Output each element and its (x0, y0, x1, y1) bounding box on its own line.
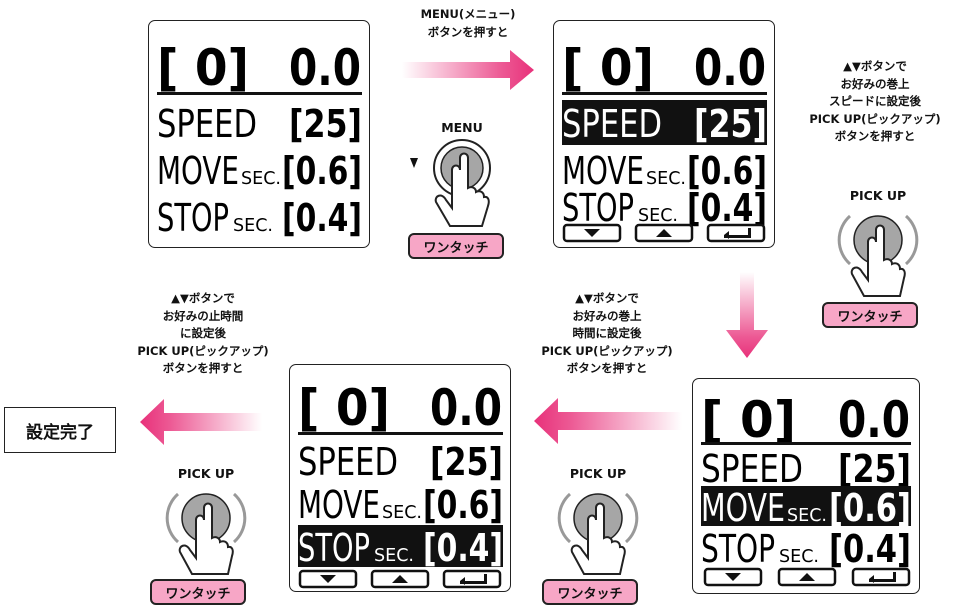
pickup-button[interactable] (828, 200, 928, 310)
speed-label: SPEED (701, 447, 803, 491)
lcd-screen-move-select: [ 0] 0.0 SPEED [25] MOVE SEC. [0.6] STOP… (692, 378, 920, 594)
sec-unit: SEC. (638, 205, 678, 226)
up-key[interactable] (370, 569, 430, 589)
stop-label: STOP (157, 196, 229, 240)
enter-key[interactable] (442, 569, 502, 589)
sec-unit: SEC. (382, 502, 422, 523)
note-step1: ▲▼ボタンで お好みの巻上 スピードに設定後 PICK UP(ピックアップ) ボ… (809, 59, 941, 143)
pointing-hand-icon (434, 152, 490, 227)
speed-value: [25] (430, 440, 503, 484)
speed-value: [25] (838, 447, 911, 491)
move-label: MOVE (562, 149, 644, 193)
lcd-counter: [ 0] (298, 379, 390, 437)
pointing-hand-icon (570, 502, 626, 575)
lcd-time: 0.0 (694, 39, 766, 97)
pickup-button[interactable] (156, 478, 256, 588)
lcd-screen-speed-select: [ 0] 0.0 SPEED [25] MOVE SEC. [0.6] STOP… (553, 20, 775, 248)
arrow-down (726, 272, 768, 358)
lcd-time: 0.0 (838, 391, 910, 449)
menu-button[interactable] (402, 130, 522, 250)
sec-unit: SEC. (241, 168, 281, 189)
up-key[interactable] (634, 223, 694, 243)
stop-value: [0.4] (423, 526, 503, 570)
setting-complete-label: 設定完了 (26, 422, 94, 443)
sec-unit: SEC. (374, 545, 414, 566)
arrow-left-middle (534, 398, 682, 444)
sec-unit: SEC. (787, 505, 827, 526)
sec-unit: SEC. (233, 215, 273, 236)
speed-label: SPEED (298, 440, 398, 484)
note-menu: MENU(メニュー) ボタンを押すと (420, 7, 516, 39)
speed-value: [25] (289, 102, 362, 146)
move-label: MOVE (298, 483, 380, 527)
one-touch-badge: ワンタッチ (408, 233, 504, 259)
menu-button-label: MENU (441, 120, 483, 135)
one-touch-badge: ワンタッチ (822, 302, 918, 328)
stop-value: [0.4] (829, 527, 911, 571)
move-value: [0.6] (829, 486, 911, 530)
move-value: [0.6] (687, 149, 767, 193)
lcd-screen-initial: [ 0] 0.0 SPEED [25] MOVE SEC. [0.6] STOP… (148, 20, 370, 248)
highlight-bar (701, 486, 911, 526)
arrow-right (402, 50, 534, 90)
speed-label: SPEED (562, 102, 662, 146)
move-label: MOVE (157, 149, 239, 193)
note-step3: ▲▼ボタンで お好みの止時間 に設定後 PICK UP(ピックアップ) ボタンを… (137, 291, 269, 375)
lcd-time: 0.0 (430, 379, 502, 437)
highlight-bar (562, 100, 767, 145)
pickup-button-label: PICK UP (569, 466, 627, 481)
lcd-time: 0.0 (289, 39, 361, 97)
stop-label: STOP (298, 526, 370, 570)
pickup-button-label: PICK UP (177, 466, 235, 481)
pointing-hand-icon (850, 224, 906, 297)
stop-label: STOP (562, 186, 634, 230)
one-touch-badge: ワンタッチ (542, 579, 638, 605)
down-key[interactable] (298, 569, 358, 589)
pickup-button[interactable] (548, 478, 648, 588)
note-step2: ▲▼ボタンで お好みの巻上 時間に設定後 PICK UP(ピックアップ) ボタン… (541, 291, 673, 375)
speed-label: SPEED (157, 102, 257, 146)
enter-key[interactable] (706, 223, 766, 243)
sec-unit: SEC. (646, 168, 686, 189)
pickup-button-label: PICK UP (849, 188, 907, 203)
enter-key[interactable] (851, 567, 911, 587)
speed-value: [25] (694, 102, 767, 146)
one-touch-badge: ワンタッチ (150, 579, 246, 605)
caret-down-icon (410, 158, 418, 168)
stop-value: [0.4] (282, 196, 362, 240)
down-key[interactable] (703, 567, 763, 587)
arrow-left-final (140, 399, 262, 445)
lcd-counter: [ 0] (562, 39, 654, 97)
move-label: MOVE (701, 486, 785, 530)
highlight-bar (298, 525, 503, 567)
setting-complete-box: 設定完了 (4, 407, 116, 453)
move-value: [0.6] (423, 483, 503, 527)
up-key[interactable] (777, 567, 837, 587)
lcd-counter: [ 0] (701, 391, 796, 449)
stop-value: [0.4] (687, 186, 767, 230)
stop-label: STOP (701, 527, 775, 571)
sec-unit: SEC. (779, 546, 819, 567)
move-value: [0.6] (282, 149, 362, 193)
down-key[interactable] (562, 223, 622, 243)
lcd-counter: [ 0] (157, 39, 249, 97)
pointing-hand-icon (178, 502, 234, 575)
lcd-screen-stop-select: [ 0] 0.0 SPEED [25] MOVE SEC. [0.6] STOP… (289, 364, 511, 592)
